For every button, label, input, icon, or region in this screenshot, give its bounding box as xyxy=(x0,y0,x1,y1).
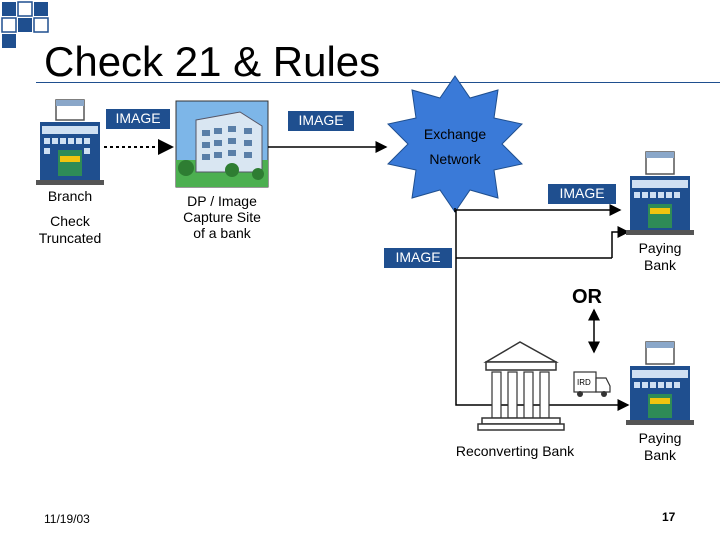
paying-bank-2-line-1: Paying xyxy=(638,430,682,446)
branch-building-icon xyxy=(36,99,104,185)
capture-line-2: Capture Site xyxy=(183,209,261,225)
truncated-label: Truncated xyxy=(38,230,102,246)
page-number: 17 xyxy=(662,510,676,524)
ird-label: IRD xyxy=(577,378,591,387)
paying-bank-1-line-2: Bank xyxy=(644,257,676,273)
capture-site-building-icon xyxy=(175,100,269,188)
image-tag-2: IMAGE xyxy=(288,111,354,131)
ird-truck-icon xyxy=(573,371,611,397)
check-label: Check xyxy=(50,213,90,229)
reconverting-bank-building-icon xyxy=(477,341,565,431)
paying-bank-1-building-icon xyxy=(626,151,694,235)
corner-decoration xyxy=(1,1,49,48)
branch-label: Branch xyxy=(47,188,93,204)
paying-bank-2-line-2: Bank xyxy=(644,447,676,463)
page-title: Check 21 & Rules xyxy=(44,38,381,85)
paying-bank-1-line-1: Paying xyxy=(638,240,682,256)
reconverting-path-arrow xyxy=(455,210,630,411)
title-underline xyxy=(36,82,720,83)
exchange-label: Exchange xyxy=(423,126,487,142)
reconverting-bank-label: Reconverting Bank xyxy=(455,443,575,459)
footer-date: 11/19/03 xyxy=(44,512,90,526)
image-tag-4: IMAGE xyxy=(384,248,452,268)
capture-line-1: DP / Image xyxy=(187,193,257,209)
exchange-network-starburst xyxy=(386,75,524,213)
or-label: OR xyxy=(572,286,602,308)
network-label: Network xyxy=(429,151,481,167)
image-tag-3: IMAGE xyxy=(548,184,616,204)
image-tag-1: IMAGE xyxy=(106,109,170,129)
capture-line-3: of a bank xyxy=(193,225,251,241)
paying-bank-2-building-icon xyxy=(626,341,694,425)
